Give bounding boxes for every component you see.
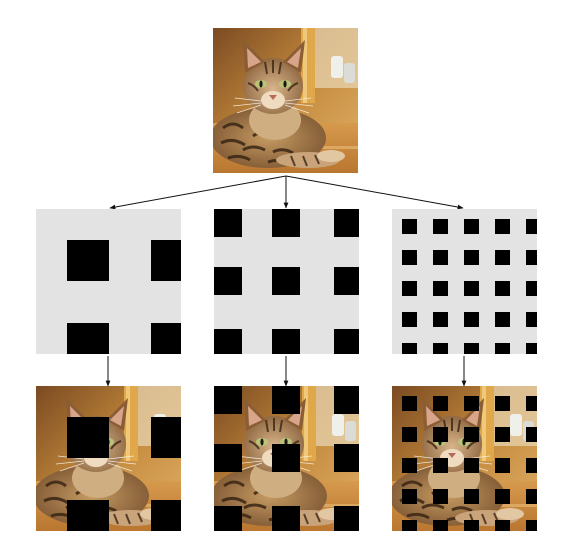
mask-square <box>464 489 479 504</box>
mask-square <box>464 427 479 442</box>
mask-square <box>402 520 417 531</box>
arrow-to-mask-coarse <box>109 175 287 210</box>
mask-square <box>464 219 479 234</box>
mask-square <box>526 427 537 442</box>
masked-cat-fine <box>392 386 537 531</box>
mask-square <box>214 267 242 295</box>
mask-square <box>214 329 242 354</box>
mask-square <box>334 209 359 237</box>
mask-square <box>495 343 510 354</box>
mask-square <box>433 520 448 531</box>
mask-square <box>151 323 181 354</box>
arrow-to-mask-fine <box>285 175 464 210</box>
mask-square <box>402 312 417 327</box>
mask-square <box>67 323 109 354</box>
mask-square <box>495 219 510 234</box>
mask-square <box>214 506 242 531</box>
mask-square <box>526 520 537 531</box>
mask-square <box>433 312 448 327</box>
mask-square <box>433 396 448 411</box>
mask-square <box>433 219 448 234</box>
mask-square <box>464 343 479 354</box>
mask-square <box>526 489 537 504</box>
mask-square <box>526 250 537 265</box>
mask-square <box>495 489 510 504</box>
mask-square <box>526 219 537 234</box>
mask-square <box>272 506 300 531</box>
mask-square <box>433 343 448 354</box>
mask-square <box>526 343 537 354</box>
mask-square <box>151 240 181 281</box>
mask-square <box>402 489 417 504</box>
mask-square <box>495 396 510 411</box>
mask-square <box>464 520 479 531</box>
mask-square <box>433 458 448 473</box>
mask-coarse <box>36 209 181 354</box>
mask-square <box>402 250 417 265</box>
mask-square <box>402 343 417 354</box>
mask-square <box>526 281 537 296</box>
mask-square <box>464 281 479 296</box>
mask-square <box>433 427 448 442</box>
mask-square <box>464 396 479 411</box>
mask-square <box>402 281 417 296</box>
mask-fine <box>392 209 537 354</box>
mask-square <box>402 396 417 411</box>
mask-square <box>402 427 417 442</box>
mask-square <box>67 417 109 458</box>
mask-square <box>495 250 510 265</box>
mask-square <box>433 250 448 265</box>
mask-square <box>495 458 510 473</box>
mask-square <box>526 458 537 473</box>
mask-square <box>334 267 359 295</box>
mask-square <box>495 312 510 327</box>
mask-square <box>495 427 510 442</box>
mask-square <box>67 500 109 531</box>
mask-square <box>272 267 300 295</box>
mask-row <box>36 209 537 354</box>
mask-square <box>272 386 300 414</box>
mask-square <box>151 417 181 458</box>
mask-square <box>464 458 479 473</box>
mask-square <box>334 386 359 414</box>
mask-square <box>495 520 510 531</box>
mask-square <box>272 444 300 472</box>
mask-square <box>214 386 242 414</box>
mask-square <box>272 209 300 237</box>
mask-square <box>526 312 537 327</box>
masked-cat-coarse <box>36 386 181 531</box>
mask-square <box>214 444 242 472</box>
source-cat-image <box>213 28 358 173</box>
mask-square <box>334 329 359 354</box>
mask-medium <box>214 209 359 354</box>
mask-square <box>526 396 537 411</box>
mask-square <box>67 240 109 281</box>
mask-square <box>334 506 359 531</box>
mask-square <box>464 312 479 327</box>
masked-cat-medium <box>214 386 359 531</box>
mask-square <box>464 250 479 265</box>
mask-square <box>433 281 448 296</box>
mask-square <box>402 458 417 473</box>
result-row <box>36 386 537 531</box>
mask-square <box>433 489 448 504</box>
mask-square <box>214 209 242 237</box>
mask-square <box>272 329 300 354</box>
mask-square <box>151 500 181 531</box>
bottom-arrows <box>105 356 467 387</box>
top-arrows <box>109 175 464 210</box>
mask-square <box>495 281 510 296</box>
mask-square <box>402 219 417 234</box>
mask-square <box>334 444 359 472</box>
